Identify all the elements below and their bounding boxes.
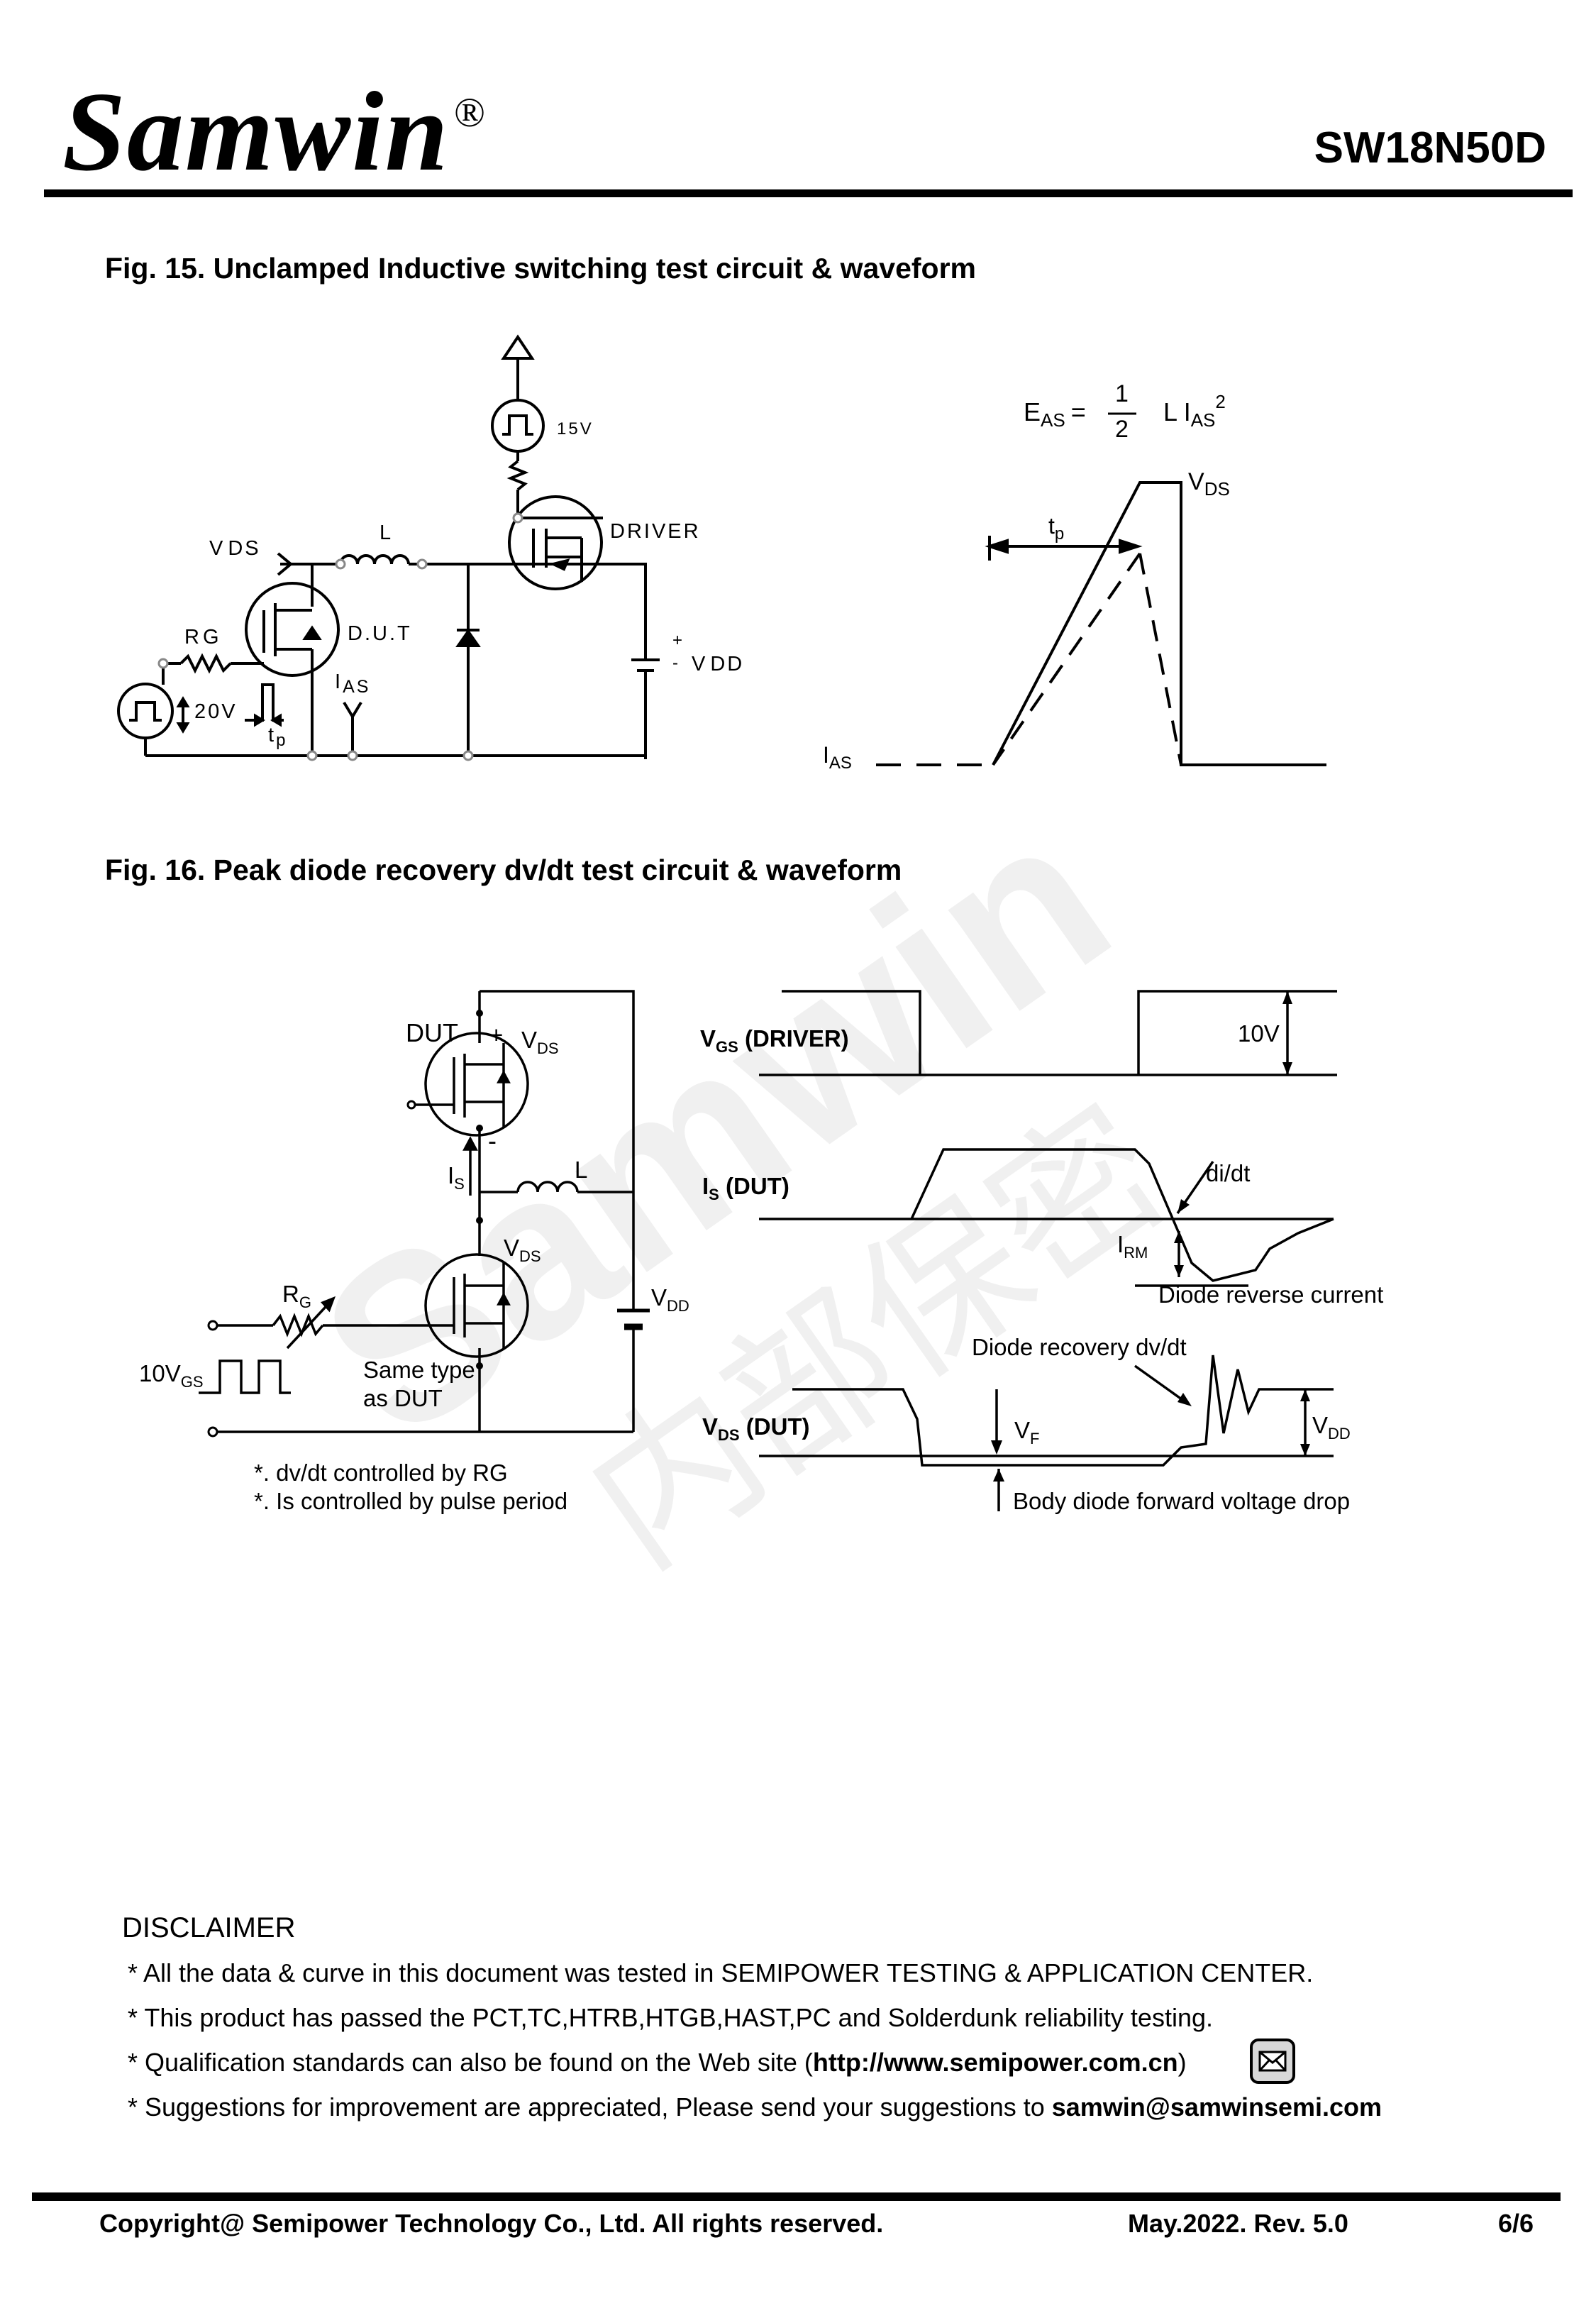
label-diode-recovery-dvdt: Diode recovery dv/dt: [972, 1334, 1187, 1360]
eas-formula: EAS=: [1024, 397, 1086, 431]
gate-pulse-icon: [199, 1359, 291, 1394]
label-tp: tp: [268, 724, 287, 750]
label-10v: 10V: [1238, 1020, 1280, 1047]
inductor-icon: [339, 554, 410, 565]
label-body-diode: Body diode forward voltage drop: [1013, 1488, 1350, 1514]
label-vds-top: VDS: [521, 1027, 559, 1057]
label-didt: di/dt: [1206, 1160, 1250, 1186]
didt-arrow-icon: [1177, 1199, 1190, 1213]
vds-trace: [992, 481, 1326, 766]
label-rg: RG: [282, 1281, 311, 1311]
disclaimer-line-4: * Suggestions for improvement are apprec…: [128, 2092, 1382, 2122]
label-ias: IAS: [335, 671, 370, 697]
tp-arrow-right-icon: [1119, 539, 1143, 554]
label-vgs-driver: VGS (DRIVER): [700, 1025, 849, 1056]
body-diode-arrow-icon: [993, 1469, 1004, 1482]
label-dut: D.U.T: [348, 622, 412, 645]
eas-denominator: 2: [1115, 416, 1129, 443]
gate-resistor-icon: [506, 460, 529, 491]
registered-mark: ®: [454, 89, 486, 136]
label-same-type: Same type: [363, 1357, 475, 1383]
label-l: L: [379, 522, 393, 544]
freewheel-diode-icon: [455, 629, 481, 647]
note-dvdt: *. dv/dt controlled by RG: [254, 1460, 508, 1486]
is-trace: [910, 1148, 1334, 1282]
label-15v: 15V: [557, 419, 594, 438]
brand-logo: Samwin: [62, 68, 450, 194]
dut-transistor-icon: [245, 582, 340, 677]
rg-resistor-icon: [179, 653, 232, 674]
inductor-icon: [516, 1181, 579, 1193]
mail-icon[interactable]: [1250, 2039, 1295, 2084]
label-vds-mid: VDS: [504, 1235, 541, 1265]
dut-lower-transistor-icon: [424, 1253, 529, 1358]
disclaimer-line-2: * This product has passed the PCT,TC,HTR…: [128, 2003, 1213, 2032]
label-plus: +: [672, 631, 685, 650]
label-vdd-wave: VDD: [1312, 1412, 1351, 1442]
website-link[interactable]: http://www.semipower.com.cn: [812, 2048, 1178, 2077]
fig15-title: Fig. 15. Unclamped Inductive switching t…: [105, 252, 976, 285]
vf-arrow-icon: [991, 1440, 1002, 1455]
is-arrow-icon: [462, 1136, 478, 1151]
email-link[interactable]: samwin@samwinsemi.com: [1051, 2092, 1382, 2122]
label-vds-dut: VDS (DUT): [702, 1413, 810, 1444]
label-driver: DRIVER: [610, 520, 701, 543]
label-is: IS: [448, 1162, 465, 1193]
label-minus: -: [672, 653, 680, 673]
eas-numerator: 1: [1115, 380, 1129, 407]
label-vdd: VDD: [651, 1284, 689, 1315]
label-is-dut: IS (DUT): [702, 1173, 789, 1203]
label-plus: +: [489, 1022, 503, 1048]
tp-arrow-left-icon: [985, 539, 1009, 554]
dut-upper-transistor-icon: [424, 1032, 529, 1137]
fig15-circuit: [117, 334, 660, 759]
fig16-title: Fig. 16. Peak diode recovery dv/dt test …: [105, 854, 902, 886]
disclaimer-line-1: * All the data & curve in this document …: [128, 1958, 1314, 1987]
label-20v: 20V: [194, 700, 238, 723]
disclaimer-line-3: * Qualification standards can also be fo…: [128, 2048, 1187, 2077]
footer-page-number: 6/6: [1498, 2209, 1534, 2238]
10v-arrow-down-icon: [1282, 1062, 1292, 1075]
label-vds-wave: VDS: [1188, 468, 1230, 500]
ias-ramp-trace: [992, 552, 1141, 766]
note-is: *. Is controlled by pulse period: [254, 1488, 567, 1514]
eas-inductance: L IAS2: [1163, 391, 1226, 431]
label-ias-wave: IAS: [823, 742, 852, 773]
footer-copyright: Copyright@ Semipower Technology Co., Ltd…: [99, 2209, 884, 2238]
label-as-dut: as DUT: [363, 1385, 443, 1411]
part-number: SW18N50D: [1314, 123, 1546, 172]
label-tp-wave: tp: [1048, 513, 1064, 544]
vds-trace: [792, 1355, 1334, 1467]
header-rule: [44, 189, 1573, 197]
label-irm: IRM: [1117, 1231, 1148, 1262]
label-rg: RG: [184, 626, 221, 649]
fig16-circuit: [199, 990, 650, 1433]
dvdt-arrow-icon: [1177, 1393, 1192, 1406]
driver-transistor-icon: [508, 495, 603, 590]
label-dut: DUT: [406, 1018, 458, 1047]
rg-resistor-icon: [272, 1313, 324, 1337]
fig15-waveform: [876, 412, 1326, 766]
disclaimer-title: DISCLAIMER: [122, 1912, 296, 1943]
label-l: L: [575, 1157, 587, 1183]
label-vf: VF: [1014, 1417, 1039, 1447]
footer-rule: [32, 2192, 1561, 2201]
fig16-waveform: [759, 990, 1337, 1511]
label-diode-reverse-current: Diode reverse current: [1158, 1281, 1383, 1308]
label-minus: -: [488, 1126, 497, 1155]
footer-revision-date: May.2022. Rev. 5.0: [1128, 2209, 1348, 2238]
label-10vgs: 10VGS: [139, 1360, 204, 1391]
vgs-trace: [782, 990, 921, 1075]
10v-arrow-up-icon: [1282, 991, 1292, 1004]
